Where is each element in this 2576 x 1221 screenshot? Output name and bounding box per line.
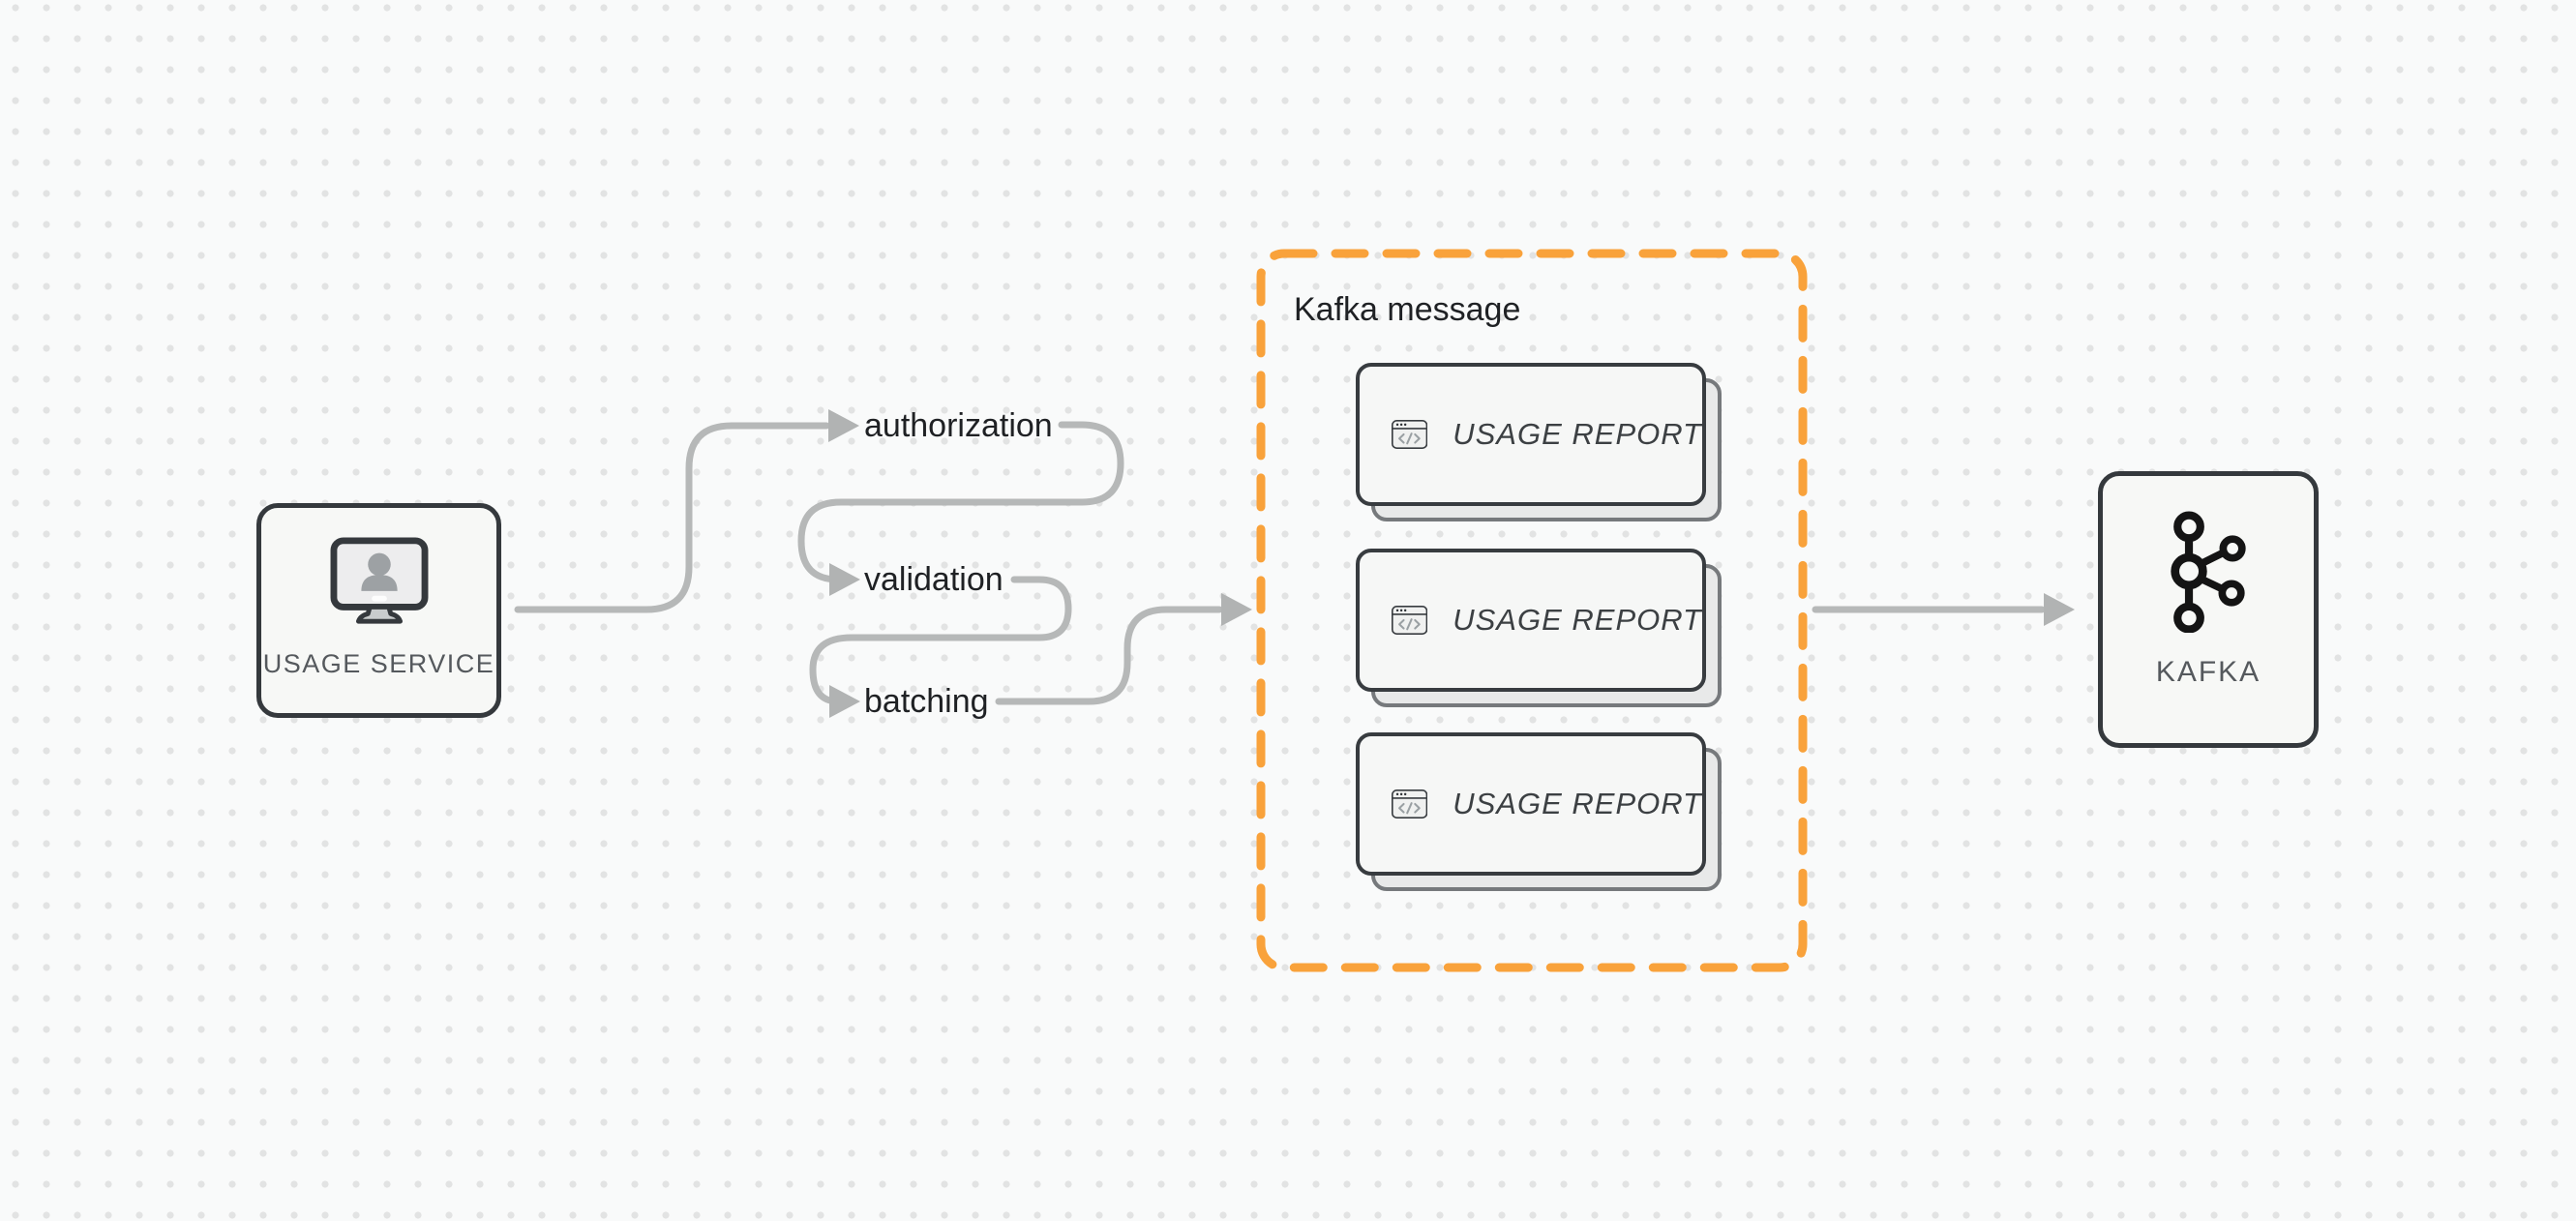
monitor-user-icon [330,537,428,624]
card-front: USAGE REPORT [1356,732,1706,876]
arrowhead-group [1221,593,1252,626]
usage-report-label: USAGE REPORT [1453,603,1702,637]
kafka-node: KAFKA [2098,471,2319,748]
usage-report-label: USAGE REPORT [1453,787,1702,820]
card-front: USAGE REPORT [1356,549,1706,692]
usage-report-card: USAGE REPORT [1356,549,1722,707]
arrowhead-kafka [2044,593,2075,626]
usage-service-node: USAGE SERVICE [256,503,501,718]
step-label-authorization: authorization [864,407,1053,444]
kafka-logo-icon [2171,511,2246,633]
step-label-batching: batching [864,683,989,720]
usage-service-label: USAGE SERVICE [262,649,495,678]
arrowhead-batching [829,685,860,718]
card-front: USAGE REPORT [1356,363,1706,506]
usage-report-card: USAGE REPORT [1356,732,1722,891]
connector-usage-to-authorization [514,422,830,613]
connector-batching-to-group [995,606,1223,705]
usage-report-card: USAGE REPORT [1356,363,1722,521]
usage-report-label: USAGE REPORT [1453,417,1702,451]
code-window-icon [1392,420,1428,449]
kafka-message-group-title: Kafka message [1294,291,1521,328]
connector-authorization-to-validation [797,421,1124,583]
step-label-validation: validation [864,561,1003,598]
arrowhead-validation [829,563,860,596]
kafka-label: KAFKA [2155,656,2261,688]
code-window-icon [1392,789,1428,819]
arrowhead-authorization [828,409,859,442]
code-window-icon [1392,606,1428,635]
